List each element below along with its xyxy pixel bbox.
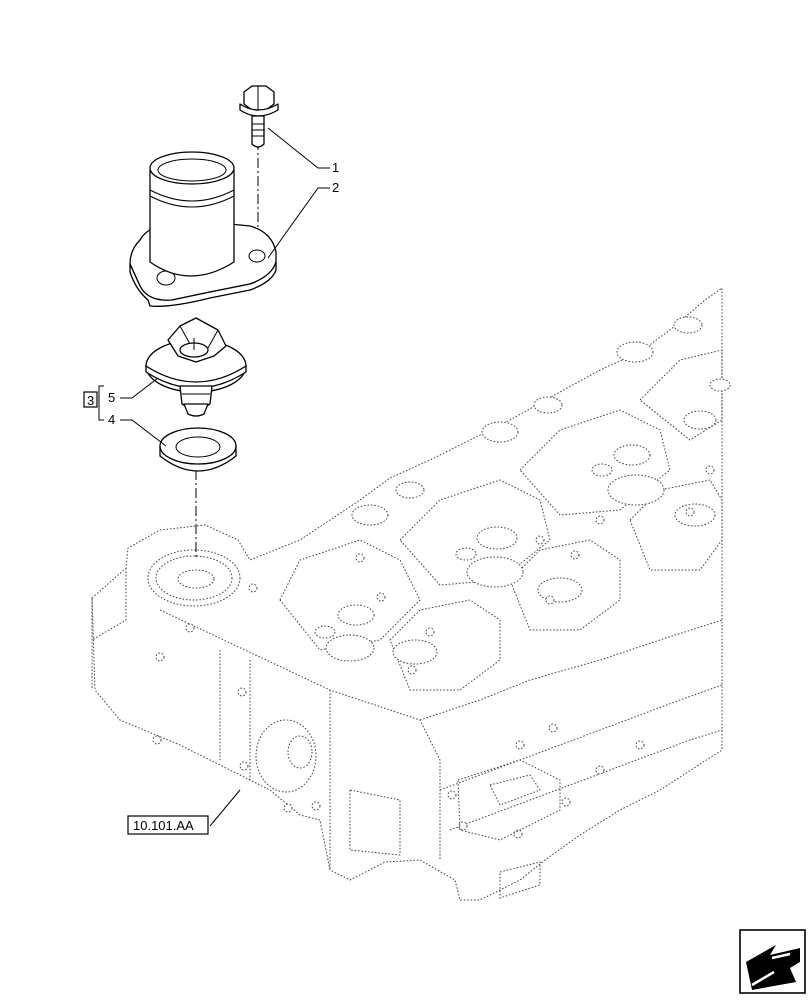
- cylinder-head-body: [91, 287, 723, 901]
- seal-ring-part: [159, 427, 237, 472]
- callout-5: 5: [108, 390, 115, 405]
- leader-lines: [98, 127, 330, 827]
- bolt-part: [239, 85, 279, 148]
- callout-1: 1: [332, 160, 339, 175]
- section-reference-label[interactable]: 10.101.AA: [133, 818, 194, 833]
- outlet-housing-part: [129, 151, 277, 307]
- cylinder-head-assembly: [91, 287, 731, 901]
- kit-callout-box[interactable]: [83, 391, 98, 408]
- callout-2: 2: [332, 180, 339, 195]
- callout-4: 4: [108, 412, 115, 427]
- section-reference-box[interactable]: [127, 815, 209, 835]
- arrow-return-icon[interactable]: [739, 929, 806, 994]
- thermostat-part: [145, 317, 247, 417]
- callout-3[interactable]: 3: [87, 393, 94, 408]
